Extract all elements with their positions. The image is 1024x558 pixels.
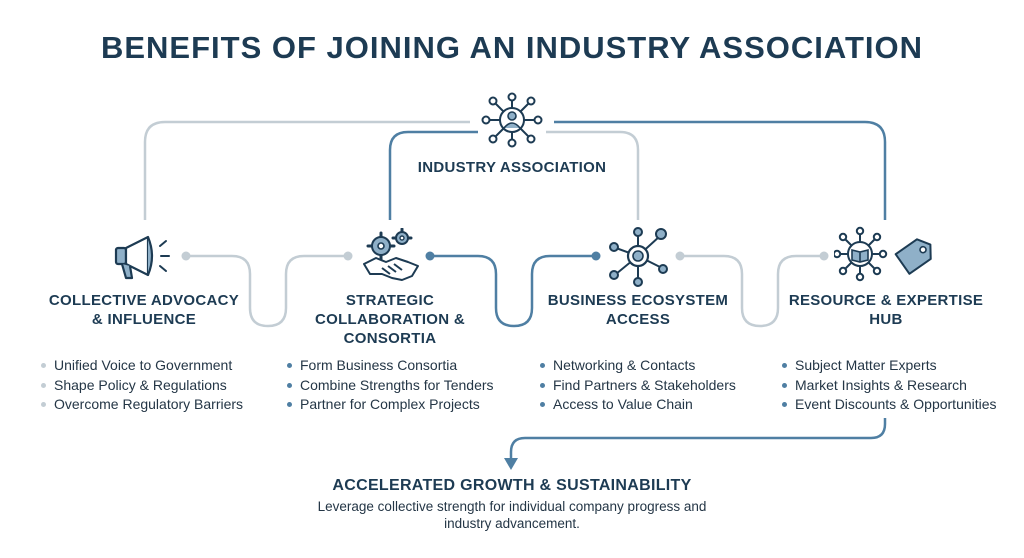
wave-dot xyxy=(425,251,435,261)
page-title: BENEFITS OF JOINING AN INDUSTRY ASSOCIAT… xyxy=(100,30,924,65)
list-item: Combine Strengths for Tenders xyxy=(286,376,494,396)
wave-collaboration-ecosystem xyxy=(430,254,596,328)
connector-to-outcome xyxy=(509,418,887,460)
list-item: Form Business Consortia xyxy=(286,356,494,376)
list-item: Subject Matter Experts xyxy=(781,356,997,376)
pillar-list-advocacy: Unified Voice to Government Shape Policy… xyxy=(40,356,243,415)
outcome-title: ACCELERATED GROWTH & SUSTAINABILITY xyxy=(332,477,692,494)
pillar-title-resource: RESOURCE & EXPERTISE HUB xyxy=(788,292,984,328)
pillar-list-resource: Subject Matter Experts Market Insights &… xyxy=(781,356,997,415)
list-item: Market Insights & Research xyxy=(781,376,997,396)
list-item: Partner for Complex Projects xyxy=(286,395,494,415)
connector-hub-to-advocacy xyxy=(143,120,470,220)
list-item: Unified Voice to Government xyxy=(40,356,243,376)
wave-dot xyxy=(819,251,829,261)
megaphone-icon xyxy=(114,235,170,280)
outcome-description: Leverage collective strength for individ… xyxy=(317,499,707,531)
list-item: Find Partners & Stakeholders xyxy=(539,376,736,396)
wave-dot xyxy=(181,251,191,261)
book-network-tag-icon xyxy=(834,226,932,282)
arrow-head-icon xyxy=(504,458,518,470)
connector-hub-to-resource xyxy=(554,120,887,220)
handshake-gears-icon xyxy=(363,228,419,281)
list-item: Networking & Contacts xyxy=(539,356,736,376)
wave-dot xyxy=(591,251,601,261)
list-item: Shape Policy & Regulations xyxy=(40,376,243,396)
wave-dot xyxy=(675,251,685,261)
pillar-list-ecosystem: Networking & Contacts Find Partners & St… xyxy=(539,356,736,415)
pillar-title-ecosystem: BUSINESS ECOSYSTEM ACCESS xyxy=(547,292,729,328)
wave-dot xyxy=(343,251,353,261)
wave-ecosystem-resource xyxy=(680,254,824,328)
connector-hub-to-ecosystem xyxy=(546,130,640,220)
hub-label: INDUSTRY ASSOCIATION xyxy=(417,159,607,176)
pillar-title-collaboration: STRATEGIC COLLABORATION & CONSORTIA xyxy=(314,292,466,347)
pillar-list-collaboration: Form Business Consortia Combine Strength… xyxy=(286,356,494,415)
network-people-icon xyxy=(481,92,543,148)
list-item: Access to Value Chain xyxy=(539,395,736,415)
wave-advocacy-collaboration xyxy=(186,254,348,328)
list-item: Overcome Regulatory Barriers xyxy=(40,395,243,415)
pillar-title-advocacy: COLLECTIVE ADVOCACY & INFLUENCE xyxy=(48,292,240,328)
list-item: Event Discounts & Opportunities xyxy=(781,395,997,415)
connector-hub-to-collaboration xyxy=(388,130,478,220)
network-nodes-icon xyxy=(609,227,668,287)
